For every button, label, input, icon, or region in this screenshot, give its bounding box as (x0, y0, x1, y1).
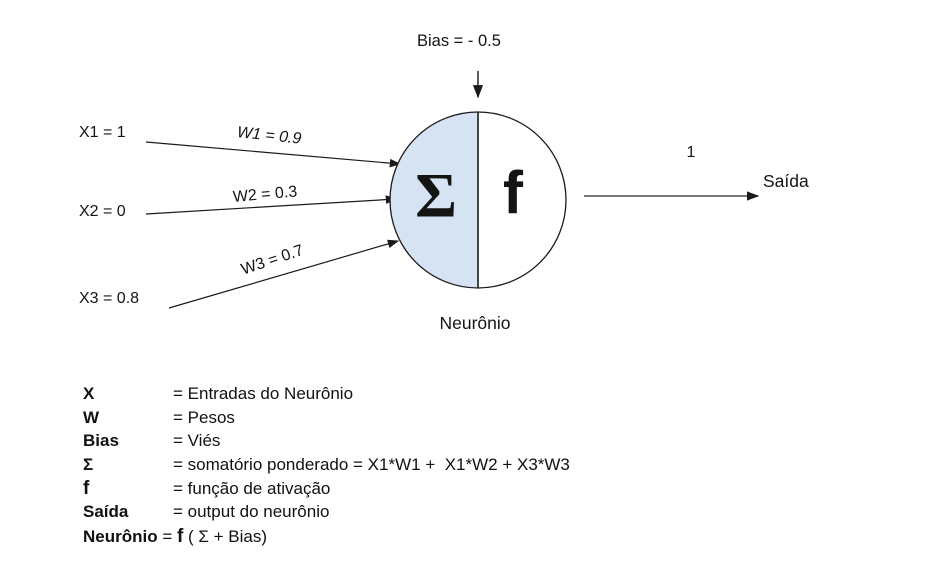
input-arrow-x3 (168, 239, 400, 309)
output-label: Saída (763, 171, 809, 191)
legend-row-saida: Saída = output do neurônio (83, 502, 570, 526)
neuron-label: Neurônio (439, 313, 511, 333)
legend-def-neuronio-prefix: = (157, 526, 177, 546)
legend-def-f: = função de ativação (173, 479, 331, 499)
legend-row-sigma: Σ = somatório ponderado = X1*W1 + X1*W2 … (83, 455, 570, 479)
legend-term-sigma: Σ (83, 454, 94, 474)
input-arrow-x2 (145, 195, 398, 215)
legend-term-bias: Bias (83, 431, 119, 451)
legend-def-saida: = output do neurônio (173, 501, 330, 521)
legend-def-neuronio-suffix: ( Σ + Bias) (183, 526, 268, 546)
activation-symbol: f (503, 159, 523, 227)
legend-term-x: X (83, 384, 95, 403)
legend-row-f: f = função de ativação (83, 478, 570, 502)
legend-term-w: W (83, 407, 100, 427)
input-x3-label: X3 = 0.8 (79, 290, 140, 307)
sum-symbol: Σ (415, 159, 457, 231)
legend: X = Entradas do Neurônio W = Pesos Bias … (83, 384, 570, 549)
legend-def-bias: = Viés (173, 431, 221, 451)
output-value: 1 (686, 144, 696, 161)
legend-def-x: = Entradas do Neurônio (173, 384, 354, 403)
neuron-left-half (390, 112, 478, 288)
legend-row-bias: Bias = Viés (83, 431, 570, 455)
input-x2-label: X2 = 0 (79, 203, 126, 220)
legend-row-w: W = Pesos (83, 408, 570, 432)
bias-label: Bias = - 0.5 (417, 32, 501, 50)
input-x1-label: X1 = 1 (79, 124, 126, 141)
legend-term-neuronio: Neurônio (83, 526, 158, 546)
legend-row-x: X = Entradas do Neurônio (83, 384, 570, 408)
legend-def-sigma: = somatório ponderado = X1*W1 + X1*W2 + … (173, 454, 570, 474)
legend-def-w: = Pesos (173, 407, 235, 427)
legend-row-neuronio: Neurônio = f ( Σ + Bias) (83, 526, 570, 550)
legend-term-f: f (83, 478, 90, 500)
input-arrow-x1 (145, 141, 402, 168)
legend-def-neuronio-f: f (176, 525, 184, 547)
legend-term-saida: Saída (83, 501, 129, 521)
